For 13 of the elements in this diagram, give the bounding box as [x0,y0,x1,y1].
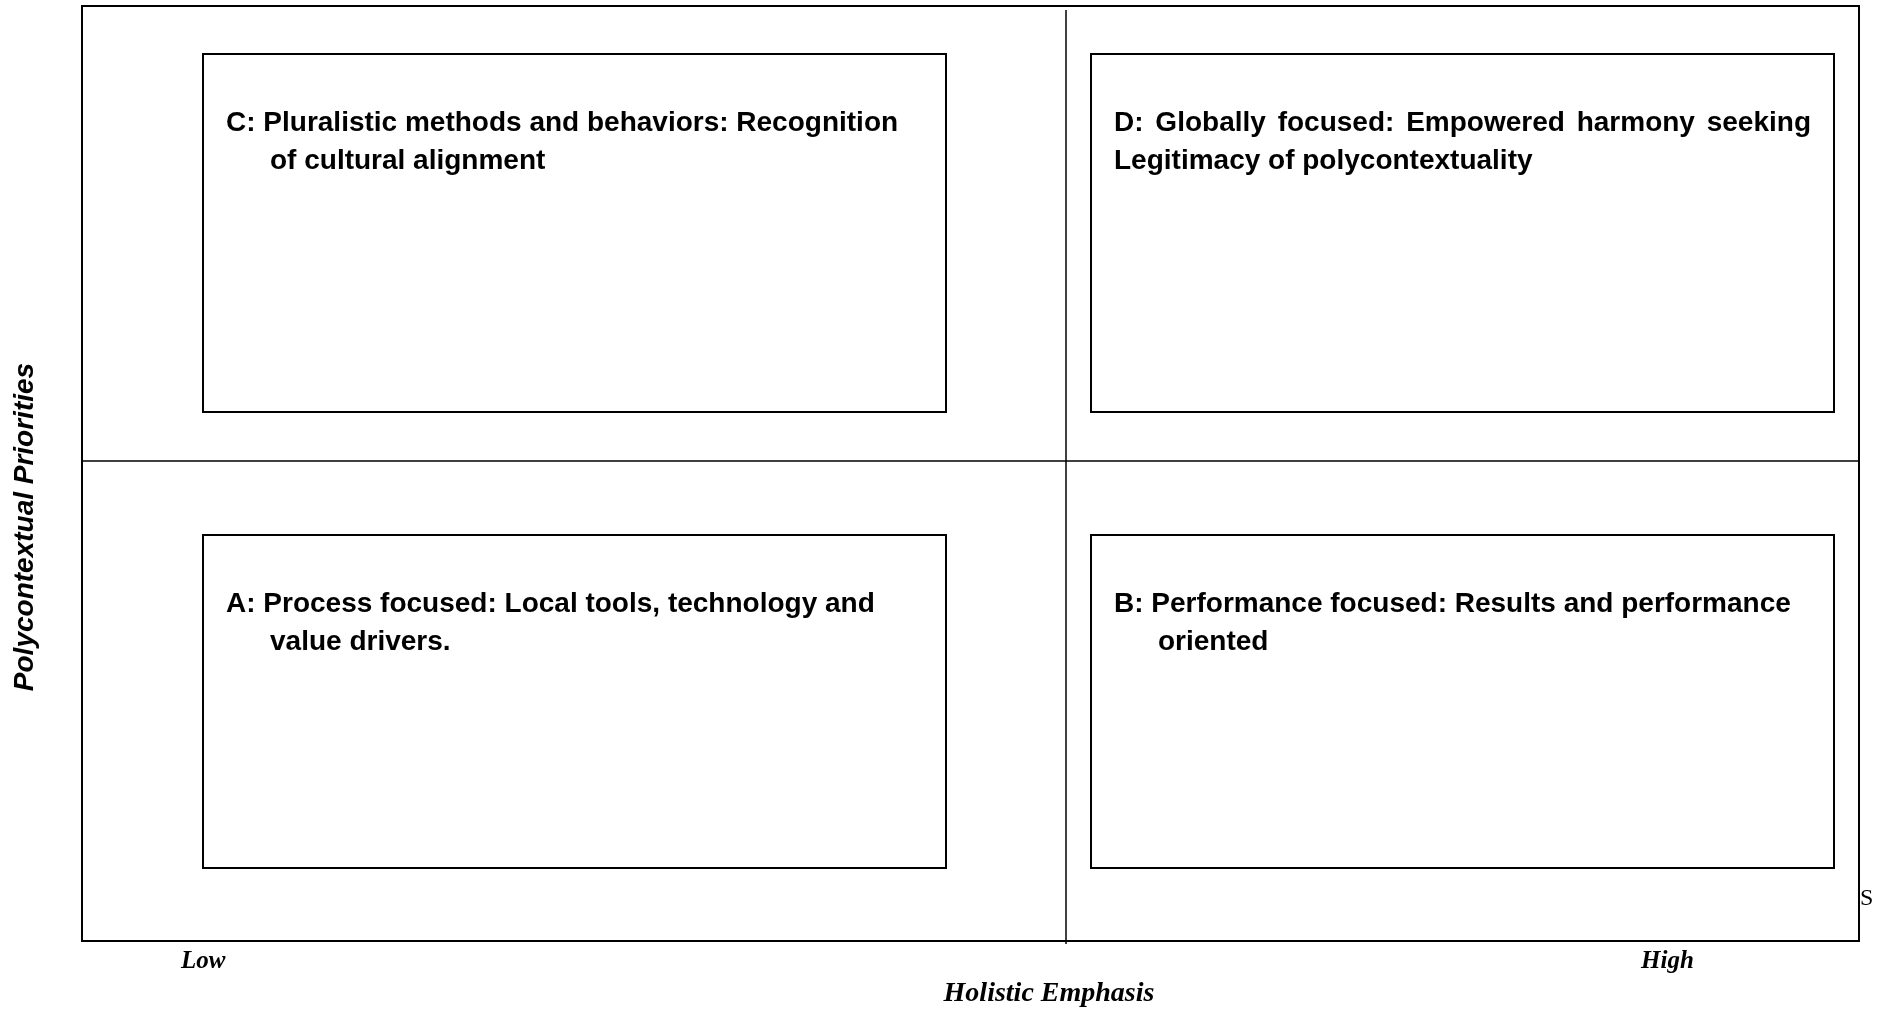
quadrant-box [202,53,947,413]
quadrant-text: A: Process focused: Local tools, technology and value drivers. [226,586,876,658]
quadrant-box [1090,534,1835,869]
quadrant-box [1090,53,1835,413]
quadrant-text: B: Performance focused: Results and performance oriented [1114,586,1792,658]
y-axis-title: Polycontextual Priorities [8,362,40,692]
quadrant-box [202,534,947,869]
x-axis-title: Holistic Emphasis [943,976,1155,1008]
quadrant-text: C: Pluralistic methods and behaviors: Recognition of cultural alignment [226,105,900,177]
stray-letter: S [1860,884,1874,911]
quadrant-text: D: Globally focused: Empowered harmony seeking Legitimacy of polycontextuality [1114,105,1811,177]
axis-high-label: High [1641,946,1694,974]
axis-low-label: Low [181,946,226,974]
